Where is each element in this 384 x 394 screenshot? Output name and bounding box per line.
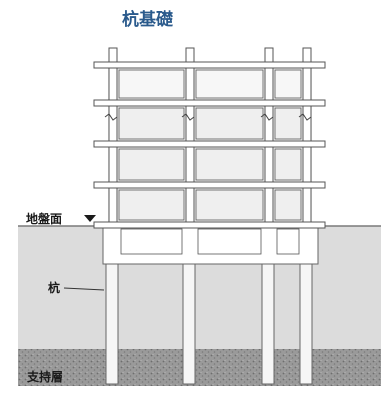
window-panel-f4-b2 <box>195 189 264 221</box>
beam-floor-5 <box>93 221 326 229</box>
pile-leader-line <box>63 287 105 291</box>
window-panel-f3-b2 <box>195 148 264 181</box>
window-panel-f2-b1 <box>118 107 185 140</box>
column-2 <box>185 47 195 225</box>
break-mark-4 <box>298 113 312 121</box>
window-panel-f4-b3 <box>274 189 302 221</box>
foundation-panel-2 <box>197 228 262 255</box>
window-panel-f4-b1 <box>118 189 185 221</box>
break-mark-1 <box>104 113 118 121</box>
window-panel-f2-b3 <box>274 107 302 140</box>
window-panel-f3-b3 <box>274 148 302 181</box>
break-mark-3 <box>260 113 274 121</box>
beam-floor-3 <box>93 140 326 148</box>
diagram-title: 杭基礎 <box>122 9 174 30</box>
beam-floor-2 <box>93 99 326 107</box>
foundation-panel-3 <box>276 228 300 255</box>
ground-marker-icon <box>84 215 96 222</box>
column-3 <box>264 47 274 225</box>
piles <box>105 263 313 385</box>
window-panel-f1-b3 <box>274 69 302 99</box>
building-frame <box>93 47 326 255</box>
beam-floor-4 <box>93 181 326 189</box>
column-4 <box>302 47 312 225</box>
foundation-panel-1 <box>120 228 183 255</box>
ground-surface-label: 地盤面 <box>26 211 62 226</box>
beam-floor-1 <box>93 61 326 69</box>
bearing-layer <box>18 349 381 386</box>
pile-1 <box>105 263 119 385</box>
bearing-layer-label: 支持層 <box>26 369 63 384</box>
pile-label: 杭 <box>48 280 60 295</box>
pile-3 <box>261 263 275 385</box>
pile-4 <box>299 263 313 385</box>
pile-2 <box>182 263 196 385</box>
break-mark-2 <box>181 113 195 121</box>
window-panel-f3-b1 <box>118 148 185 181</box>
column-1 <box>108 47 118 225</box>
window-panel-f2-b2 <box>195 107 264 140</box>
window-panel-f1-b2 <box>195 69 264 99</box>
window-panel-f1-b1 <box>118 69 185 99</box>
